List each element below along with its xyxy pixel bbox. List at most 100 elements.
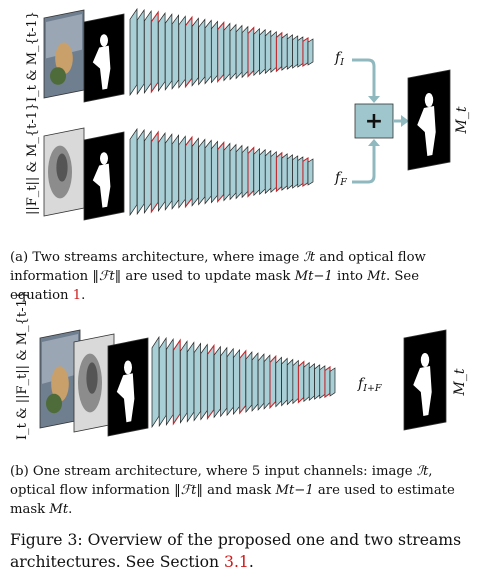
pooling-layer xyxy=(184,15,193,89)
conv-layer xyxy=(186,341,195,423)
input-label: I_t & ||F_t|| & M_{t-1} xyxy=(15,291,30,440)
pooling-layer xyxy=(217,20,225,84)
conv-layer xyxy=(220,346,228,418)
conv-layer xyxy=(158,336,167,428)
conv-layer xyxy=(307,158,314,186)
pooling-layer xyxy=(275,151,283,193)
conv-layer xyxy=(264,29,272,75)
conv-layer xyxy=(179,340,188,424)
conv-layer xyxy=(297,36,304,68)
pooling-layer xyxy=(302,156,309,188)
conv-layer xyxy=(136,8,145,96)
conv-layer xyxy=(307,38,314,66)
math-image: ℐt xyxy=(416,464,429,479)
conv-layer xyxy=(303,361,310,403)
arrow-bottom-to-plus xyxy=(352,146,376,184)
conv-layer xyxy=(281,357,288,407)
arrow-top-to-plus xyxy=(352,58,376,96)
section-ref-link[interactable]: 3.1 xyxy=(224,553,249,571)
conv-layer xyxy=(270,150,277,194)
conv-layer xyxy=(178,135,186,209)
conv-layer xyxy=(259,28,266,76)
conv-layer xyxy=(233,348,240,416)
conv-layer xyxy=(171,134,179,210)
input-mask-thumbnail xyxy=(83,13,125,103)
conv-layer xyxy=(204,139,212,205)
conv-layer xyxy=(151,335,160,429)
conv-layer xyxy=(286,358,294,406)
pooling-layer xyxy=(269,354,277,410)
conv-layer xyxy=(129,127,138,217)
conv-layer xyxy=(164,133,173,211)
conv-layer xyxy=(136,128,145,216)
conv-layer xyxy=(191,137,199,207)
math-image: ℐt xyxy=(303,250,316,265)
conv-layer xyxy=(213,345,221,419)
conv-layer xyxy=(229,23,237,81)
conv-layer xyxy=(241,145,249,199)
pooling-layer xyxy=(324,365,331,399)
conv-layer xyxy=(259,148,266,196)
stream-label-top: fI xyxy=(334,50,344,68)
input-flow-thumbnail xyxy=(43,127,85,217)
combine-plus-box: + xyxy=(354,103,394,139)
input-flow-thumbnail xyxy=(73,333,115,433)
conv-layer xyxy=(257,353,265,411)
math-mask-prev: Mt−1 xyxy=(275,483,314,498)
pooling-layer xyxy=(297,360,305,404)
stream-label-bottom: fF xyxy=(334,170,347,188)
conv-layer xyxy=(251,352,259,412)
input-image-thumbnail xyxy=(39,329,81,429)
pooling-layer xyxy=(247,26,255,78)
pooling-layer xyxy=(150,10,159,94)
math-mask-prev: Mt−1 xyxy=(294,269,333,284)
pooling-layer xyxy=(150,130,159,214)
pooling-layer xyxy=(275,31,283,73)
output-mask-thumbnail xyxy=(407,69,451,171)
conv-layer xyxy=(143,129,152,215)
conv-layer xyxy=(157,132,166,212)
conv-layer xyxy=(281,153,288,191)
arrow-head xyxy=(368,96,380,103)
conv-layer xyxy=(226,347,234,417)
arrow-head xyxy=(401,115,409,127)
conv-layer xyxy=(292,359,299,405)
conv-layer xyxy=(229,143,237,201)
equation-ref-link[interactable]: 1 xyxy=(72,288,82,303)
pooling-layer xyxy=(184,135,193,209)
conv-layer xyxy=(211,20,218,84)
conv-layer xyxy=(253,27,260,77)
input-label-bottom: ||F_t|| & M_{t-1} xyxy=(25,103,40,215)
conv-layer xyxy=(165,337,174,427)
conv-layer xyxy=(223,142,231,202)
conv-layer xyxy=(211,140,218,204)
conv-layer xyxy=(297,156,304,188)
stream-top-layers xyxy=(129,7,314,97)
pooling-layer xyxy=(217,140,225,204)
pooling-layer xyxy=(239,349,247,415)
conv-layer xyxy=(319,365,326,399)
one-stream-diagram: I_t & ||F_t|| & M_{t-1} fI+F M_t xyxy=(15,291,468,440)
math-flow-norm: ‖ℱt‖ xyxy=(92,269,122,284)
conv-layer xyxy=(286,154,293,190)
conv-layer xyxy=(286,34,293,70)
conv-layer xyxy=(314,364,321,400)
stream-label: fI+F xyxy=(357,376,382,394)
conv-layer xyxy=(191,17,199,87)
conv-layer xyxy=(235,24,243,80)
arrow-head xyxy=(368,139,380,146)
conv-layer xyxy=(178,15,186,89)
conv-layer xyxy=(281,33,288,71)
input-mask-thumbnail xyxy=(83,131,125,221)
output-label: M_t xyxy=(452,368,468,396)
conv-layer xyxy=(223,22,231,82)
conv-layer xyxy=(235,144,243,200)
conv-layer xyxy=(204,19,212,85)
conv-layer xyxy=(143,9,152,95)
math-mask: Mt xyxy=(367,269,386,284)
conv-layer xyxy=(245,351,253,413)
conv-layer xyxy=(264,149,272,195)
conv-layer xyxy=(198,18,206,86)
conv-layer xyxy=(292,35,299,69)
